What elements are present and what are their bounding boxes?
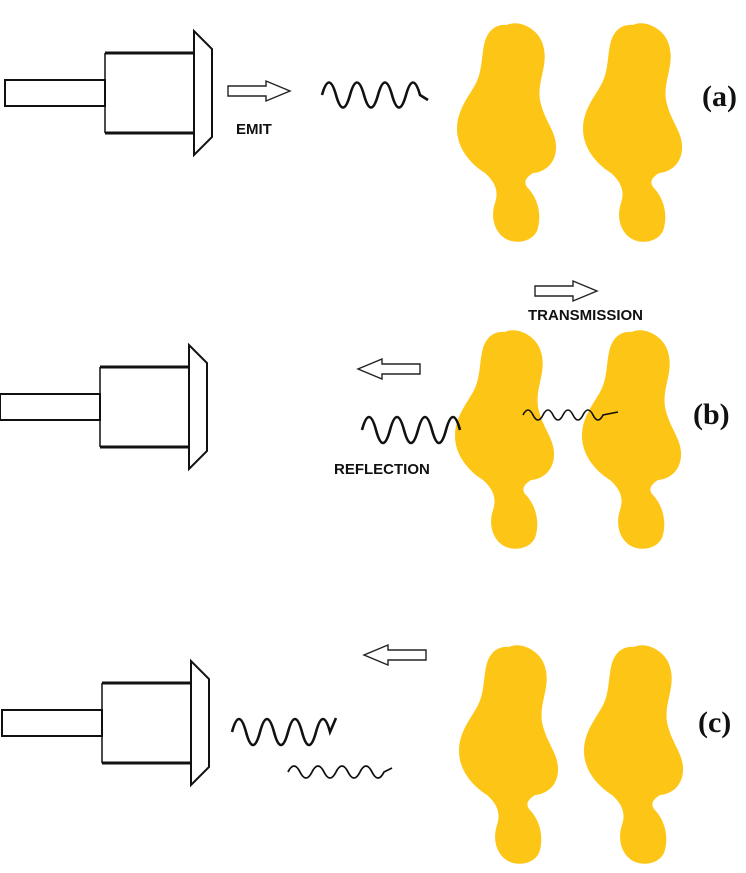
arrow-left-icon xyxy=(363,644,427,666)
obstacle-blob-icon xyxy=(455,330,555,549)
weak-wave-icon xyxy=(287,765,393,779)
reflected-wave-icon xyxy=(230,717,338,747)
wave-icon xyxy=(320,81,429,109)
obstacle-blob-icon xyxy=(459,645,559,864)
arrow-right-icon xyxy=(227,80,291,102)
transducer-icon xyxy=(0,659,211,787)
transducer-icon xyxy=(0,343,209,471)
panel-label-a: (a) xyxy=(702,80,737,113)
panel-a: EMIT (a) xyxy=(3,23,737,242)
emit-label: EMIT xyxy=(236,121,272,138)
obstacle-blob-icon xyxy=(584,645,684,864)
transmission-label: TRANSMISSION xyxy=(528,307,643,324)
obstacle-blob-icon xyxy=(457,23,557,242)
panel-c: (c) xyxy=(0,644,731,864)
obstacle-blob-icon xyxy=(582,330,682,549)
panel-b: TRANSMISSION REFLECTION (b) xyxy=(0,280,730,549)
arrow-right-icon xyxy=(534,280,598,302)
arrow-left-icon xyxy=(357,358,421,380)
panel-label-c: (c) xyxy=(698,706,731,739)
transducer-icon xyxy=(3,29,214,157)
panel-label-b: (b) xyxy=(693,398,730,431)
reflection-label: REFLECTION xyxy=(334,461,430,478)
transmitted-wave-icon xyxy=(522,409,619,421)
reflected-wave-icon xyxy=(360,415,462,445)
obstacle-blob-icon xyxy=(583,23,683,242)
